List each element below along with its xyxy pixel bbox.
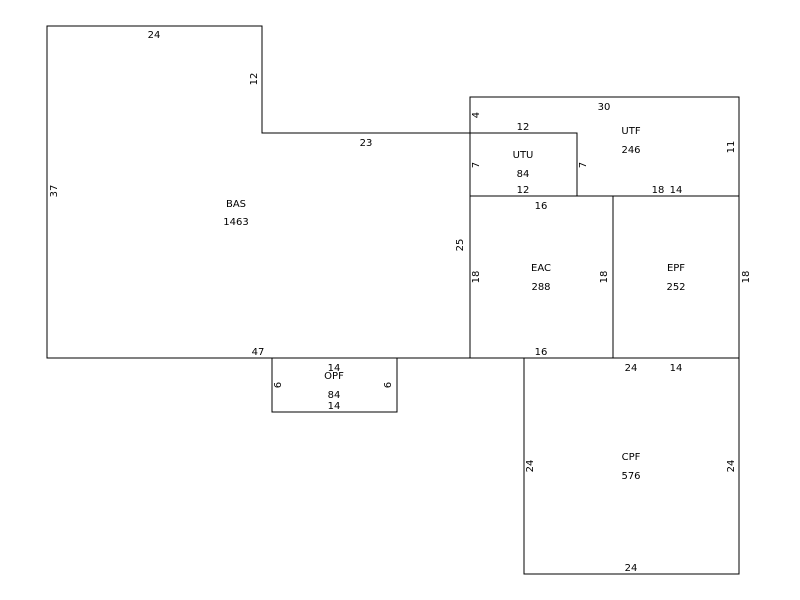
utf-code: UTF — [621, 126, 640, 137]
utf-sqft: 246 — [621, 145, 640, 156]
epf-sqft: 252 — [666, 282, 685, 293]
bas-sqft: 1463 — [223, 217, 248, 228]
sketch-labels: BAS1463UTU84UTF246EAC288EPF252OPF84CPF57… — [49, 30, 752, 574]
cpf-code: CPF — [622, 452, 641, 463]
dim-cpf-right: 24 — [726, 460, 737, 473]
eac-sqft: 288 — [531, 282, 550, 293]
dim-eac-right: 18 — [599, 271, 610, 284]
dim-bas-top: 24 — [148, 30, 161, 41]
dim-utf-right: 11 — [726, 141, 737, 154]
utu-code: UTU — [513, 150, 534, 161]
dim-utu-bottom: 12 — [517, 185, 530, 196]
opf-code: OPF — [324, 371, 344, 382]
dim-utf-step: 4 — [471, 112, 482, 118]
dim-bas-step: 12 — [249, 73, 260, 86]
opf-outline — [271, 357, 398, 413]
dim-eac-left: 18 — [471, 271, 482, 284]
opf-sqft: 84 — [328, 390, 341, 401]
dim-utu-right: 7 — [578, 162, 589, 168]
dim-bas-bottom: 47 — [252, 347, 265, 358]
dim-utu-top: 12 — [517, 122, 530, 133]
dim-opf-left: 6 — [273, 382, 284, 388]
dim-epf-right: 18 — [741, 271, 752, 284]
dim-bas-left: 37 — [49, 185, 60, 198]
dim-opf-right: 6 — [383, 382, 394, 388]
utu-sqft: 84 — [517, 169, 530, 180]
dim-opf-top: 14 — [328, 363, 341, 374]
dim-cpf-top: 24 — [625, 363, 638, 374]
dim-eac-bottom: 16 — [535, 347, 548, 358]
dim-eac-top: 16 — [535, 201, 548, 212]
cpf-sqft: 576 — [621, 471, 640, 482]
dim-opf-bottom: 14 — [328, 401, 341, 412]
dim-cpf-bottom: 24 — [625, 563, 638, 574]
area-outlines — [46, 25, 740, 575]
dim-bas-right: 25 — [455, 239, 466, 252]
epf-code: EPF — [667, 263, 685, 274]
dim-bas-ledge: 23 — [360, 138, 373, 149]
dim-utf-bottom-a: 18 — [652, 185, 665, 196]
dim-cpf-left: 24 — [525, 460, 536, 473]
eac-code: EAC — [531, 263, 551, 274]
cpf-outline — [523, 357, 740, 575]
bas-code: BAS — [226, 199, 246, 210]
dim-utu-left: 7 — [471, 162, 482, 168]
dim-utf-bottom-b: 14 — [670, 185, 683, 196]
dim-utf-top: 30 — [598, 102, 611, 113]
dim-cpf-top-b: 14 — [670, 363, 683, 374]
